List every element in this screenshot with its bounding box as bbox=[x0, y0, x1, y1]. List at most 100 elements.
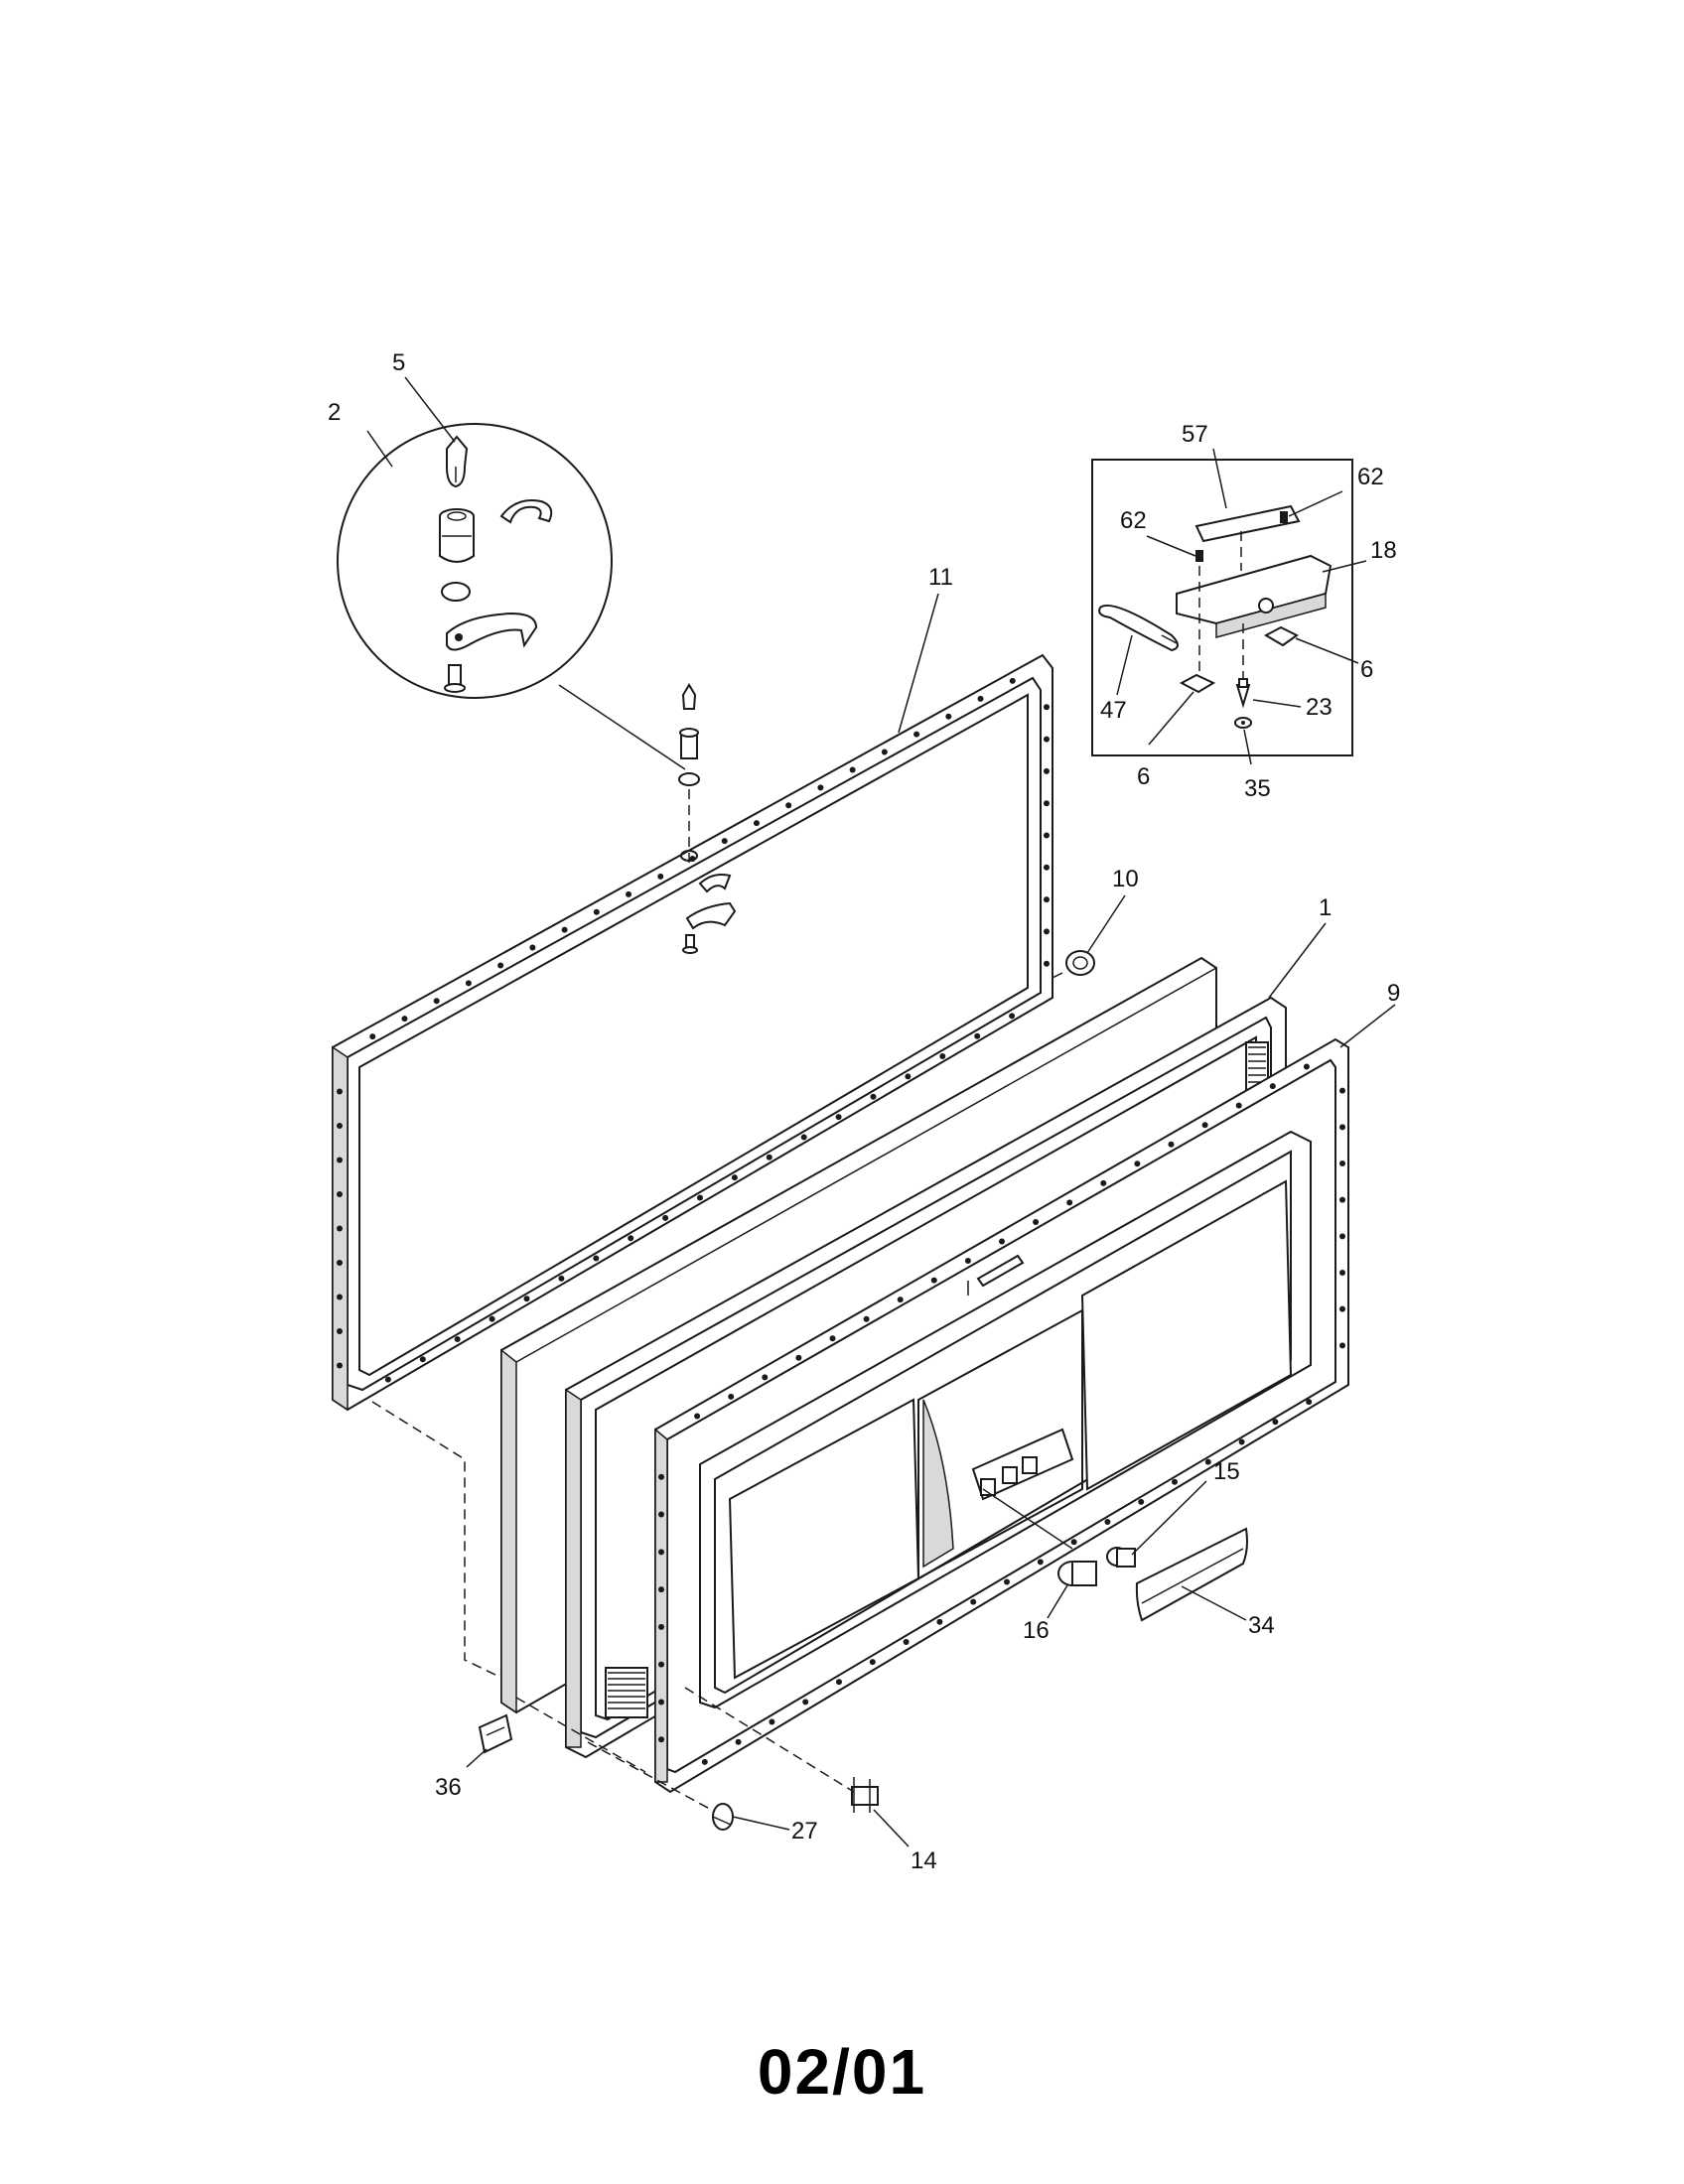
screw-hole bbox=[337, 1088, 343, 1095]
plug-button bbox=[712, 1803, 734, 1831]
screw-hole bbox=[529, 944, 536, 951]
screw-hole bbox=[800, 1134, 807, 1141]
leader-lines bbox=[366, 376, 1396, 1847]
screw-hole bbox=[977, 695, 984, 702]
screw-hole bbox=[497, 962, 504, 969]
handle-detail-box bbox=[1091, 459, 1353, 756]
screw-hole bbox=[1339, 1160, 1345, 1166]
screw-hole bbox=[905, 1073, 912, 1080]
label-part-15: 15 bbox=[1213, 1458, 1240, 1485]
screw-hole bbox=[1070, 1539, 1077, 1546]
screw-hole bbox=[753, 820, 760, 827]
screw-hole bbox=[817, 784, 824, 791]
screw-hole bbox=[523, 1296, 530, 1302]
label-part-16: 16 bbox=[1023, 1617, 1050, 1644]
label-part-5: 5 bbox=[392, 349, 405, 376]
screw-hole bbox=[870, 1093, 877, 1100]
screw-hole bbox=[735, 1738, 742, 1745]
detail-leader-line bbox=[558, 684, 686, 770]
door-outer-panel bbox=[654, 1037, 1349, 1794]
screw-hole bbox=[1138, 1498, 1145, 1505]
screw-hole bbox=[558, 1275, 565, 1282]
label-part-1: 1 bbox=[1319, 894, 1332, 921]
handle-trim bbox=[1135, 1527, 1248, 1622]
screw-hole bbox=[1339, 1196, 1345, 1203]
label-part-57: 57 bbox=[1182, 421, 1208, 448]
screw-hole bbox=[694, 1413, 701, 1420]
label-part-18: 18 bbox=[1370, 537, 1397, 564]
screw-hole bbox=[728, 1393, 735, 1400]
screw-hole bbox=[1269, 1083, 1276, 1090]
thermostat-knob-parts bbox=[982, 1488, 1136, 1586]
screw-hole bbox=[433, 998, 440, 1005]
label-part-47: 47 bbox=[1100, 697, 1127, 724]
screw-hole bbox=[419, 1356, 426, 1363]
screw-hole bbox=[337, 1157, 343, 1163]
label-part-62-left: 62 bbox=[1120, 507, 1147, 534]
assembly-dash-lines bbox=[371, 1401, 855, 1813]
page-footer-code: 02/01 bbox=[757, 2036, 927, 2108]
screw-hole bbox=[999, 1238, 1005, 1245]
screw-hole bbox=[964, 1258, 971, 1265]
screw-hole bbox=[658, 1586, 664, 1593]
screw-hole bbox=[1004, 1578, 1010, 1585]
screw-hole bbox=[628, 1235, 634, 1242]
screw-hole bbox=[662, 1214, 669, 1221]
screw-hole bbox=[970, 1598, 977, 1605]
screw-hole bbox=[626, 890, 632, 897]
screw-hole bbox=[802, 1699, 809, 1706]
lock-cylinder bbox=[439, 508, 475, 563]
screw-hole bbox=[1044, 767, 1050, 774]
panel-screw-holes bbox=[658, 1063, 1345, 1765]
screw-hole bbox=[337, 1328, 343, 1334]
screw-hole bbox=[1104, 1519, 1111, 1526]
screw-hole bbox=[829, 1335, 836, 1342]
screw-hole bbox=[1204, 1458, 1211, 1465]
liner-screw-holes bbox=[337, 677, 1050, 1383]
label-part-36: 36 bbox=[435, 1774, 462, 1801]
screw-hole bbox=[337, 1294, 343, 1300]
label-strip bbox=[1194, 504, 1301, 543]
label-part-9: 9 bbox=[1387, 980, 1400, 1007]
hinge-pin bbox=[851, 1777, 879, 1813]
screw-hole bbox=[1044, 864, 1050, 871]
o-ring bbox=[441, 582, 471, 602]
screw-hole bbox=[939, 1053, 946, 1060]
screw-hole bbox=[936, 1618, 943, 1625]
screw-hole bbox=[1009, 1013, 1016, 1020]
screw-hole bbox=[1339, 1270, 1345, 1276]
screw-hole bbox=[1066, 1199, 1073, 1206]
screw-hole bbox=[1235, 1102, 1242, 1109]
screw-hole bbox=[697, 1194, 703, 1201]
screw-hole bbox=[1238, 1438, 1245, 1445]
screw-hole bbox=[766, 1154, 772, 1160]
screw-hole bbox=[337, 1123, 343, 1129]
screw-hole bbox=[658, 1661, 664, 1668]
label-part-14: 14 bbox=[911, 1847, 937, 1874]
screw-hole bbox=[1134, 1160, 1141, 1167]
screw-hole bbox=[658, 1623, 664, 1630]
label-part-35: 35 bbox=[1244, 775, 1271, 802]
screw-hole bbox=[561, 926, 568, 933]
screw-hole bbox=[897, 1297, 904, 1303]
door-window-right bbox=[1080, 1179, 1293, 1491]
screw-hole bbox=[1339, 1233, 1345, 1240]
screw-hole bbox=[1172, 1478, 1178, 1485]
screw-hole bbox=[337, 1225, 343, 1232]
screw-hole bbox=[1044, 896, 1050, 903]
label-part-62-right: 62 bbox=[1357, 464, 1384, 490]
screw-hole bbox=[869, 1659, 876, 1666]
screw-hole bbox=[658, 1736, 664, 1743]
screw-hole bbox=[795, 1354, 802, 1361]
screw-hole bbox=[1168, 1141, 1175, 1148]
breaker-vent-bottom bbox=[605, 1667, 648, 1718]
screw-hole bbox=[658, 1549, 664, 1556]
latch-detail-circle bbox=[337, 423, 613, 699]
screw-hole bbox=[930, 1277, 937, 1284]
nut-plate-right bbox=[1263, 625, 1299, 647]
screw-hole bbox=[1339, 1087, 1345, 1094]
screw-hole bbox=[903, 1638, 910, 1645]
screw-hole bbox=[658, 1699, 664, 1706]
screw-hole bbox=[1044, 960, 1050, 967]
